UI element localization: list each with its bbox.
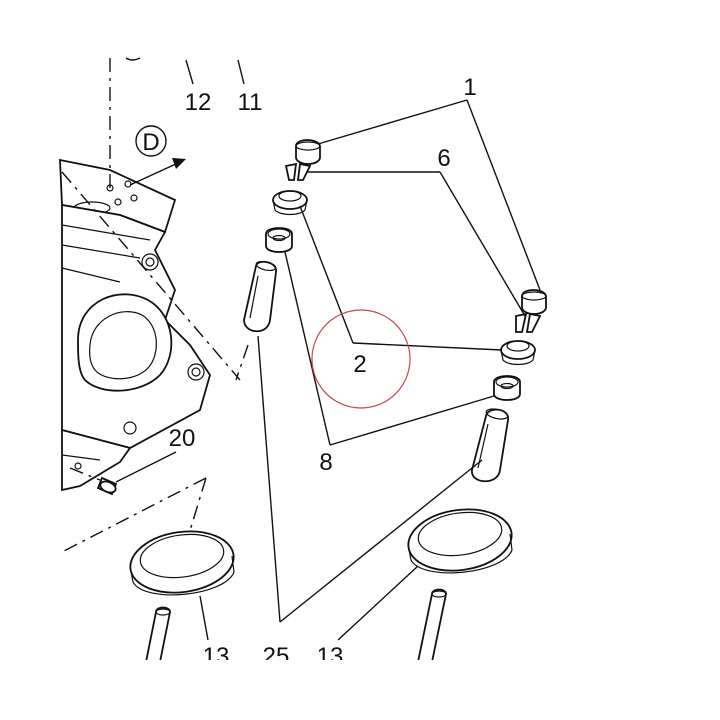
leader-12: [185, 59, 194, 85]
valve-stem-seal-upper: [265, 227, 293, 253]
valve-guide-right: [471, 408, 509, 483]
callout-2: 2: [353, 351, 366, 378]
valve-seat-ring-right: [407, 508, 513, 574]
callout-11: 11: [238, 89, 263, 116]
valve-stem-right: [416, 588, 447, 663]
spring-retainer-upper: [272, 190, 308, 216]
leader-lines: [115, 99, 541, 641]
callout-20: 20: [169, 425, 196, 452]
valve-stem-seal-lower: [493, 375, 521, 401]
valve-guide-left: [243, 260, 277, 333]
callout-6: 6: [437, 145, 450, 172]
valve-axis-line-diagonal: [61, 171, 241, 381]
cylinder-head: [59, 158, 211, 492]
cut-part-top: [125, 57, 141, 61]
valve-cotters-lower: [515, 312, 542, 333]
callout-1: 1: [463, 74, 476, 101]
valve-stem-left: [144, 606, 171, 663]
valve-cotters-upper: [284, 162, 312, 181]
valve-cap-lower: [521, 289, 547, 315]
dowel-pin: [69, 467, 118, 496]
spring-retainer-lower: [500, 340, 536, 366]
valve-seat-ring-left: [129, 530, 235, 596]
highlight-circle: [311, 309, 411, 409]
callout-8: 8: [319, 449, 332, 476]
callout-12: 12: [185, 89, 212, 116]
leader-11: [237, 59, 245, 85]
bottom-crop: [0, 660, 720, 720]
direction-label: D: [142, 129, 159, 156]
direction-arrow-d: [129, 125, 186, 186]
valve-cap-upper: [295, 139, 321, 165]
lower-axis-line: [61, 477, 207, 553]
guide-axis-line-left: [235, 344, 249, 381]
